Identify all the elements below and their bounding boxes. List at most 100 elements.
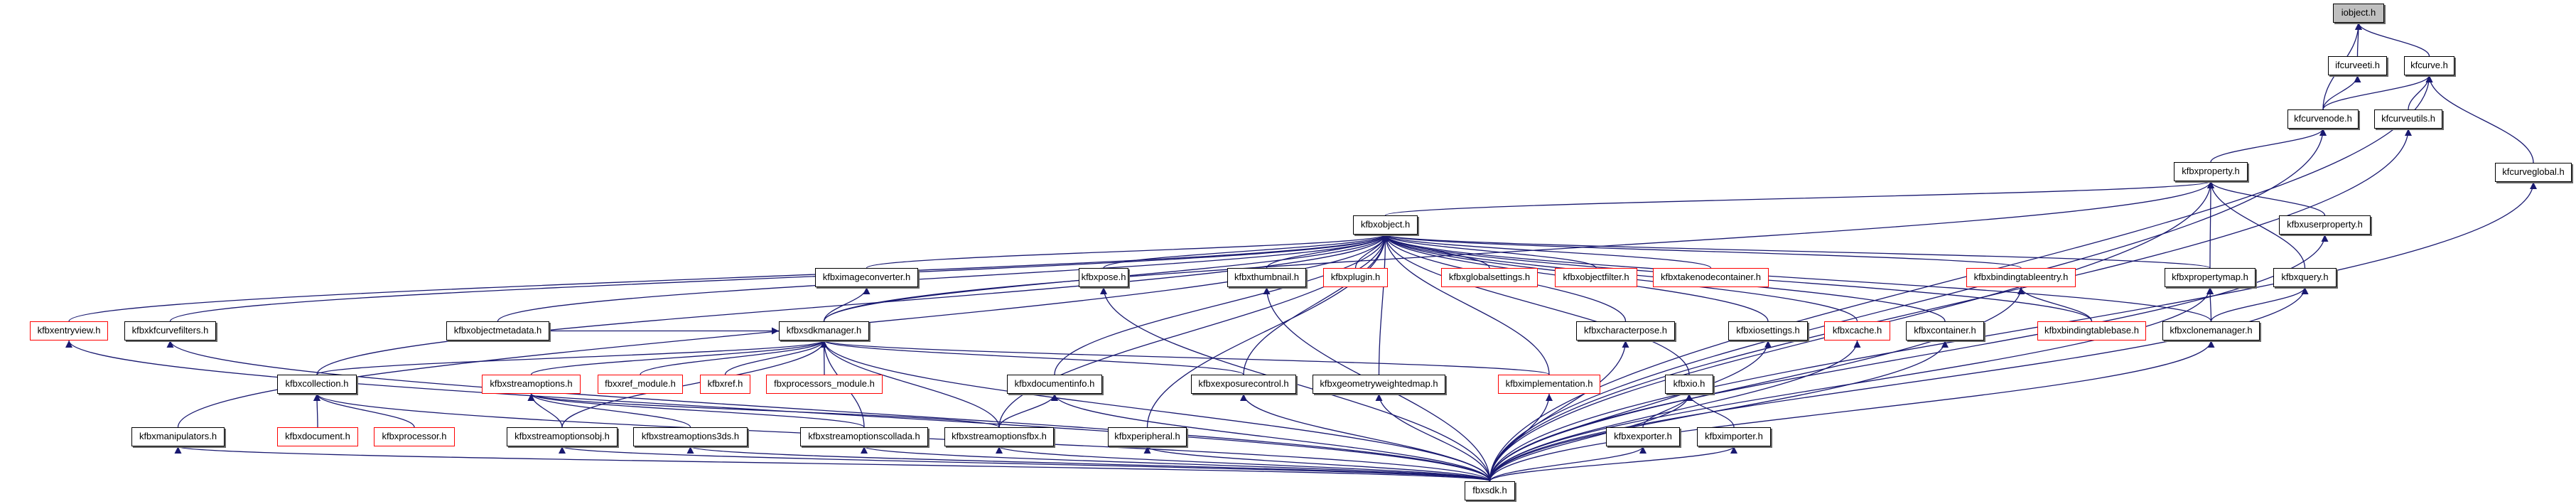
node-kfbxproperty[interactable]: kfbxproperty.h xyxy=(2174,162,2248,181)
node-ifcurveeti[interactable]: ifcurveeti.h xyxy=(2328,56,2387,75)
edge-kfbxstreamoptionsfbx-to-kfbxsdkmanager xyxy=(820,340,1000,428)
node-kfbxstreamoptionsfbx[interactable]: kfbxstreamoptionsfbx.h xyxy=(944,427,1054,446)
edge-fbxsdk-to-kfcurveglobal xyxy=(1489,181,2537,482)
node-kfbxperipheral[interactable]: kfbxperipheral.h xyxy=(1108,427,1187,446)
node-label: kfbxproperty.h xyxy=(2182,166,2240,176)
edge-fbxsdk-to-kfbxcharacterpose xyxy=(1489,340,1629,482)
node-kfbxkfcurvefilters[interactable]: kfbxkfcurvefilters.h xyxy=(124,321,216,341)
edge-fbxsdk-to-kfbxgeometryweightedmap xyxy=(1375,393,1491,482)
node-kfbxplugin[interactable]: kfbxplugin.h xyxy=(1323,268,1388,287)
node-kfbxobjectmetadata[interactable]: kfbxobjectmetadata.h xyxy=(446,321,549,341)
node-label: kfbxobjectfilter.h xyxy=(1563,272,1629,282)
node-kfbxclonemanager[interactable]: kfbxclonemanager.h xyxy=(2162,321,2260,341)
edge-kfbxobject-to-kfbxproperty xyxy=(1384,181,2214,216)
node-label: kfbxstreamoptionsobj.h xyxy=(514,431,610,441)
node-kfbxsdkmanager[interactable]: kfbxsdkmanager.h xyxy=(779,321,869,341)
edge-fbxsdk-to-kfbxexposurecontrol xyxy=(1240,393,1491,482)
node-kfbximplementation[interactable]: kfbximplementation.h xyxy=(1498,375,1600,394)
node-label: kfbxquery.h xyxy=(2281,272,2329,282)
node-kfbxobject[interactable]: kfbxobject.h xyxy=(1353,215,1418,235)
edge-kfbxobjectfilter-to-kfbxobject xyxy=(1381,234,1597,269)
node-label: kfbxmanipulators.h xyxy=(139,431,217,441)
node-iobject[interactable]: iobject.h xyxy=(2333,4,2384,23)
node-kfbxtakenodecontainer[interactable]: kfbxtakenodecontainer.h xyxy=(1653,268,1769,287)
edge-kfbxexporter-to-kfbxio xyxy=(1642,393,1693,428)
node-kfbxcollection[interactable]: kfbxcollection.h xyxy=(277,375,357,394)
edge-kfcurvenode-to-kfcurve xyxy=(2322,75,2433,110)
node-label: kfbxperipheral.h xyxy=(1114,431,1180,441)
edge-kfbxstreamoptionsobj-to-kfbxsdkmanager xyxy=(561,340,828,428)
node-label: kfbxstreamoptions.h xyxy=(490,378,573,389)
node-kfbxref[interactable]: kfbxref.h xyxy=(700,375,750,394)
edge-fbxsdk-to-kfbxcontainer xyxy=(1489,340,1949,482)
node-label: kfbxobjectmetadata.h xyxy=(453,325,542,336)
node-label: kfbximplementation.h xyxy=(1505,378,1593,389)
edge-fbxsdk-to-kfbxstreamoptions3ds xyxy=(687,446,1491,482)
edge-fbxsdk-to-kfbxstreamoptionscollada xyxy=(861,446,1491,482)
node-kfbximageconverter[interactable]: kfbximageconverter.h xyxy=(815,268,918,287)
node-kfbxpose[interactable]: kfbxpose.h xyxy=(1079,268,1128,287)
node-label: kfbxstreamoptionsfbx.h xyxy=(952,431,1047,441)
node-kfbxcontainer[interactable]: kfbxcontainer.h xyxy=(1906,321,1984,341)
node-kfbxgeometryweightedmap[interactable]: kfbxgeometryweightedmap.h xyxy=(1313,375,1445,394)
node-kfbxprocessor[interactable]: kfbxprocessor.h xyxy=(374,427,455,446)
node-kfbxstreamoptionsobj[interactable]: kfbxstreamoptionsobj.h xyxy=(507,427,618,446)
node-label: kfbxio.h xyxy=(1673,378,1705,389)
node-kfbximporter[interactable]: kfbximporter.h xyxy=(1697,427,1771,446)
node-kfbxdocumentinfo[interactable]: kfbxdocumentinfo.h xyxy=(1007,375,1102,394)
node-kfbxpropertymap[interactable]: kfbxpropertymap.h xyxy=(2165,268,2256,287)
node-kfbxio[interactable]: kfbxio.h xyxy=(1665,375,1713,394)
node-kfbxiosettings[interactable]: kfbxiosettings.h xyxy=(1728,321,1808,341)
node-kfbxobjectfilter[interactable]: kfbxobjectfilter.h xyxy=(1555,268,1637,287)
edge-kfbxpropertymap-to-kfbxproperty xyxy=(2206,181,2214,269)
node-fbxxref-module[interactable]: fbxxref_module.h xyxy=(598,375,683,394)
node-label: kfbxpose.h xyxy=(1081,272,1126,282)
edge-kfbxobjectmetadata-to-kfbxobject xyxy=(497,234,1389,322)
edge-kfbxcollection-to-kfbxsdkmanager xyxy=(316,340,828,375)
edge-kfbxgeometryweightedmap-to-kfbxobject xyxy=(1378,234,1389,375)
node-label: kfbxexporter.h xyxy=(1614,431,1672,441)
edge-kfbxclonemanager-to-kfbxobject xyxy=(1381,234,2212,322)
node-kfbxcharacterpose[interactable]: kfbxcharacterpose.h xyxy=(1576,321,1675,341)
node-label: kfbxcollection.h xyxy=(285,378,349,389)
node-kfbxmanipulators[interactable]: kfbxmanipulators.h xyxy=(131,427,225,446)
node-kfcurve[interactable]: kfcurve.h xyxy=(2404,56,2454,75)
node-kfbxexporter[interactable]: kfbxexporter.h xyxy=(1606,427,1680,446)
node-kfbxdocument[interactable]: kfbxdocument.h xyxy=(277,427,358,446)
node-kfbxstreamoptions3ds[interactable]: kfbxstreamoptions3ds.h xyxy=(633,427,748,446)
node-label: fbxxref_module.h xyxy=(605,378,676,389)
edge-kfbxcollection-to-kfbxobject xyxy=(316,234,1389,375)
edge-kfbxexposurecontrol-to-kfbxobject xyxy=(1243,234,1389,375)
node-fbxprocessors-module[interactable]: fbxprocessors_module.h xyxy=(766,375,883,394)
edge-kfbxpose-to-kfbxobject xyxy=(1103,234,1389,269)
node-label: kfbximageconverter.h xyxy=(822,272,911,282)
node-kfbxbindingtableentry[interactable]: kfbxbindingtableentry.h xyxy=(1966,268,2076,287)
node-label: iobject.h xyxy=(2341,7,2376,18)
node-kfbxstreamoptionscollada[interactable]: kfbxstreamoptionscollada.h xyxy=(800,427,928,446)
node-kfcurveutils[interactable]: kfcurveutils.h xyxy=(2374,109,2442,129)
node-label: kfbxbindingtableentry.h xyxy=(1973,272,2069,282)
node-kfbxthumbnail[interactable]: kfbxthumbnail.h xyxy=(1227,268,1306,287)
edge-fbxxref_module-to-kfbxsdkmanager xyxy=(640,340,828,375)
node-fbxsdk[interactable]: fbxsdk.h xyxy=(1465,481,1515,500)
node-label: kfbxdocumentinfo.h xyxy=(1014,378,1095,389)
node-kfcurveglobal[interactable]: kfcurveglobal.h xyxy=(2495,163,2572,182)
edge-kfbxdocumentinfo-to-kfbxobject xyxy=(1054,234,1389,375)
node-label: ifcurveeti.h xyxy=(2335,60,2380,70)
node-kfbxexposurecontrol[interactable]: kfbxexposurecontrol.h xyxy=(1191,375,1296,394)
edge-fbxsdk-to-kfbxpose xyxy=(1100,286,1491,482)
node-label: kfbxcharacterpose.h xyxy=(1583,325,1668,336)
node-kfbxquery[interactable]: kfbxquery.h xyxy=(2273,268,2337,287)
edge-fbxsdk-to-kfbxentryview xyxy=(65,340,1491,482)
node-kfbxglobalsettings[interactable]: kfbxglobalsettings.h xyxy=(1441,268,1538,287)
node-label: kfbxsdkmanager.h xyxy=(786,325,862,336)
node-kfbxbindingtablebase[interactable]: kfbxbindingtablebase.h xyxy=(2037,321,2146,341)
edge-kfbxsdkmanager-to-kfbximageconverter xyxy=(823,286,871,322)
node-kfbxuserproperty[interactable]: kfbxuserproperty.h xyxy=(2279,215,2371,235)
edge-fbxsdk-to-kfbxiosettings xyxy=(1489,340,1772,482)
node-kfbxstreamoptions[interactable]: kfbxstreamoptions.h xyxy=(482,375,581,394)
node-kfcurvenode[interactable]: kfcurvenode.h xyxy=(2287,109,2359,129)
node-kfbxentryview[interactable]: kfbxentryview.h xyxy=(30,321,108,341)
node-kfbxcache[interactable]: kfbxcache.h xyxy=(1824,321,1890,341)
edge-kfcurveglobal-to-kfcurve xyxy=(2425,75,2534,163)
